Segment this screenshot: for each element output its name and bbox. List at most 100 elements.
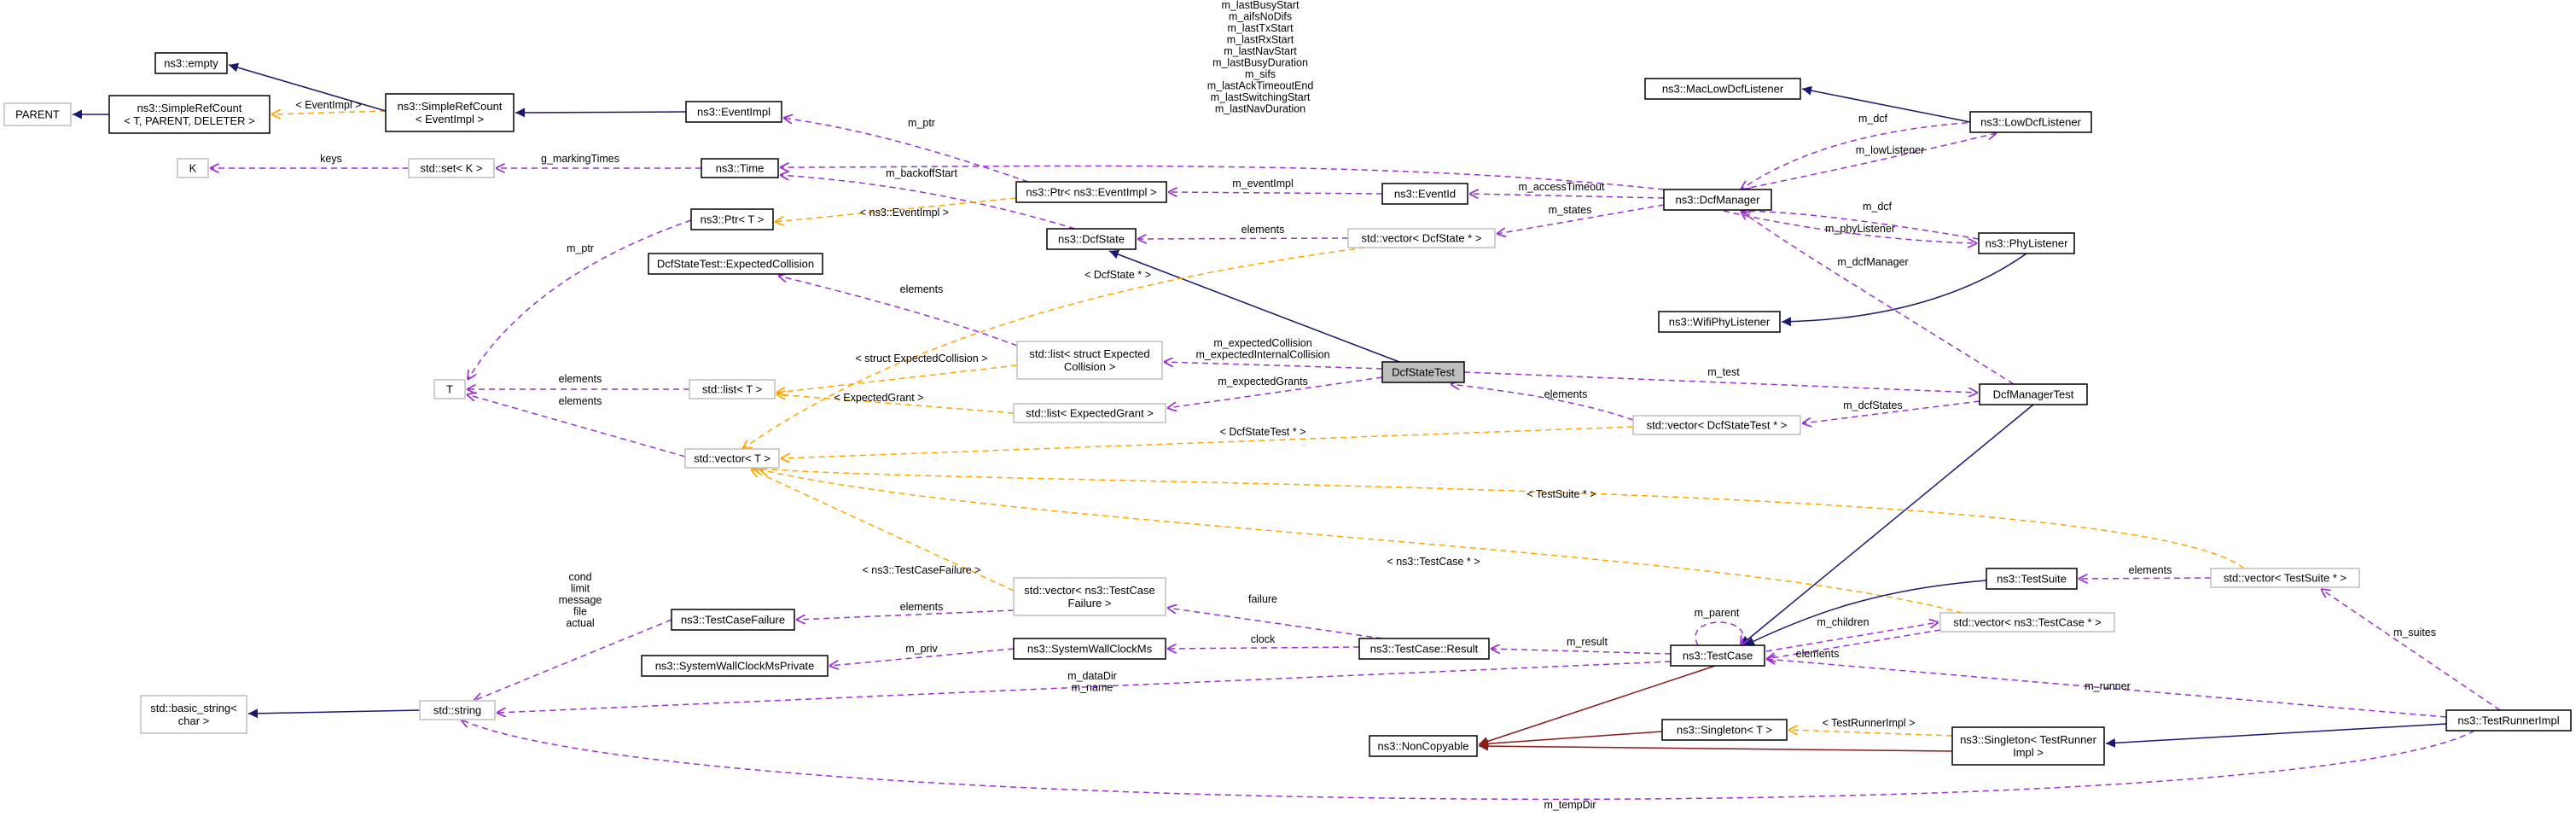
node-simple-ref-count-generic[interactable]: ns3::SimpleRefCount< T, PARENT, DELETER … <box>108 95 270 134</box>
node-test-case[interactable]: ns3::TestCase <box>1670 644 1765 667</box>
node-label: std::set< K > <box>421 162 483 175</box>
node-label: ns3::TestCaseFailure <box>681 614 785 627</box>
node-basic-string[interactable]: std::basic_string<char > <box>140 695 247 734</box>
node-vector-t[interactable]: std::vector< T > <box>684 448 780 469</box>
node-system-wall-clock-ms[interactable]: ns3::SystemWallClockMs <box>1013 638 1166 660</box>
node-vector-dcf-state-test[interactable]: std::vector< DcfStateTest * > <box>1632 415 1801 435</box>
node-test-runner-impl[interactable]: ns3::TestRunnerImpl <box>2445 709 2572 732</box>
node-label: std::basic_string< <box>150 702 237 714</box>
node-dcf-state[interactable]: ns3::DcfState <box>1046 228 1137 250</box>
node-dcf-state-test[interactable]: DcfStateTest <box>1381 361 1465 383</box>
node-expected-collision[interactable]: DcfStateTest::ExpectedCollision <box>648 253 823 275</box>
node-singleton-test-runner[interactable]: ns3::Singleton< TestRunnerImpl > <box>1951 726 2105 766</box>
node-time[interactable]: ns3::Time <box>701 158 779 178</box>
edge-label-m-expected-grants: m_expectedGrants <box>1218 376 1308 388</box>
node-dcf-manager-test[interactable]: DcfManagerTest <box>1979 383 2088 405</box>
node-label: ns3::Singleton< T > <box>1677 724 1772 737</box>
node-label: std::vector< ns3::TestCase * > <box>1953 616 2101 629</box>
edge-member-e33 <box>1451 384 1634 421</box>
node-label: ns3::EventImpl <box>697 106 770 119</box>
edge-line <box>776 364 1018 393</box>
edge-label-m-dcf-manager: m_dcfManager <box>1837 256 1908 268</box>
edge-line <box>1723 210 1977 243</box>
edge-line <box>497 661 1672 713</box>
node-label: std::list< ExpectedGrant > <box>1026 407 1154 420</box>
node-ptr-t[interactable]: ns3::Ptr< T > <box>690 208 774 230</box>
edge-line <box>1478 741 1953 752</box>
node-phy-listener[interactable]: ns3::PhyListener <box>1978 232 2075 254</box>
node-box <box>1369 735 1478 757</box>
node-low-dcf-listener[interactable]: ns3::LowDcfListener <box>1969 111 2092 133</box>
edge-inherit-e36 <box>1740 404 2034 646</box>
edge-member-e45 <box>1695 621 1743 645</box>
node-vector-test-suite[interactable]: std::vector< TestSuite * > <box>2210 568 2360 588</box>
node-label: ns3::Ptr< ns3::EventImpl > <box>1026 186 1156 199</box>
node-box <box>1939 612 2115 633</box>
node-dcf-manager[interactable]: ns3::DcfManager <box>1663 189 1772 211</box>
node-test-suite[interactable]: ns3::TestSuite <box>1986 568 2078 590</box>
node-box <box>1046 228 1137 250</box>
edge-label-failure: failure <box>1248 593 1277 605</box>
node-test-case-result[interactable]: ns3::TestCase::Result <box>1358 638 1490 660</box>
node-box <box>1663 189 1772 211</box>
node-parent[interactable]: PARENT <box>3 102 72 126</box>
node-simple-ref-count-event[interactable]: ns3::SimpleRefCount< EventImpl > <box>385 93 515 132</box>
edge-line <box>759 469 1963 614</box>
edge-label-m-children: m_children <box>1817 616 1869 628</box>
edge-label-dcf-members: m_lastAckTimeoutEnd <box>1207 80 1314 92</box>
node-label: PARENT <box>15 108 60 121</box>
node-event-id[interactable]: ns3::EventId <box>1381 183 1468 205</box>
node-list-expected-grant[interactable]: std::list< ExpectedGrant > <box>1013 403 1166 423</box>
edge-private-e58 <box>1478 741 1953 752</box>
node-label: ns3::LowDcfListener <box>1980 116 2081 129</box>
node-t[interactable]: T <box>433 379 466 399</box>
edge-member-e53 <box>1766 659 2447 718</box>
edge-line <box>1463 371 1978 393</box>
edge-line <box>1788 730 1953 737</box>
node-label: ns3::TestSuite <box>1997 573 2067 586</box>
edge-member-e34 <box>1802 400 1980 423</box>
node-empty[interactable]: ns3::empty <box>154 52 228 74</box>
edge-label-keys: keys <box>320 153 342 165</box>
node-wifi-phy-listener[interactable]: ns3::WifiPhyListener <box>1658 311 1781 333</box>
edge-line <box>776 394 1015 414</box>
node-label: ns3::TestCase <box>1683 650 1753 662</box>
node-label: ns3::Time <box>716 162 765 175</box>
edge-label-dcf-state-test-ptr: < DcfStateTest * > <box>1220 426 1306 438</box>
node-test-case-failure[interactable]: ns3::TestCaseFailure <box>671 609 795 631</box>
node-vector-dcf-state[interactable]: std::vector< DcfState * > <box>1347 228 1496 248</box>
node-vector-test-case-failure[interactable]: std::vector< ns3::TestCaseFailure > <box>1013 577 1166 616</box>
node-label: ns3::PhyListener <box>1986 237 2069 250</box>
node-label: DcfManagerTest <box>1993 388 2074 401</box>
node-event-impl[interactable]: ns3::EventImpl <box>685 101 782 123</box>
node-k[interactable]: K <box>177 158 209 178</box>
node-box <box>1969 111 2092 133</box>
edge-label-m-expected-collision: m_expectedCollision <box>1213 337 1311 349</box>
node-string[interactable]: std::string <box>419 700 496 720</box>
edge-line <box>228 62 387 112</box>
node-non-copyable[interactable]: ns3::NonCopyable <box>1369 735 1478 757</box>
edge-label-m-dcf-phy: m_dcf <box>1863 201 1893 213</box>
node-mac-low-listener[interactable]: ns3::MacLowDcfListener <box>1644 78 1801 100</box>
edge-line <box>781 426 1634 458</box>
node-singleton-t[interactable]: ns3::Singleton< T > <box>1661 719 1788 741</box>
edge-member-e23 <box>1741 211 2015 385</box>
node-vector-test-case[interactable]: std::vector< ns3::TestCase * > <box>1939 612 2115 633</box>
edge-member-e50 <box>829 648 1015 666</box>
edge-label-failure-members: file <box>573 606 587 618</box>
node-list-t[interactable]: std::list< T > <box>689 379 776 399</box>
edge-member-e31 <box>1167 376 1383 408</box>
edge-member-e30 <box>467 394 686 458</box>
edge-member-e13 <box>1740 133 1997 190</box>
edge-line <box>474 619 672 701</box>
node-box <box>648 253 823 275</box>
edge-line <box>1765 622 1939 652</box>
edge-line <box>1497 204 1665 234</box>
node-list-expected-collision[interactable]: std::list< struct ExpectedCollision > <box>1016 341 1163 380</box>
node-set-k[interactable]: std::set< K > <box>408 158 495 178</box>
edge-line <box>1741 120 1989 189</box>
node-label: ns3::empty <box>164 57 218 70</box>
edge-line <box>1108 249 1400 363</box>
node-system-wall-clock-ms-private[interactable]: ns3::SystemWallClockMsPrivate <box>641 655 829 677</box>
node-ptr-event-impl[interactable]: ns3::Ptr< ns3::EventImpl > <box>1015 181 1167 203</box>
